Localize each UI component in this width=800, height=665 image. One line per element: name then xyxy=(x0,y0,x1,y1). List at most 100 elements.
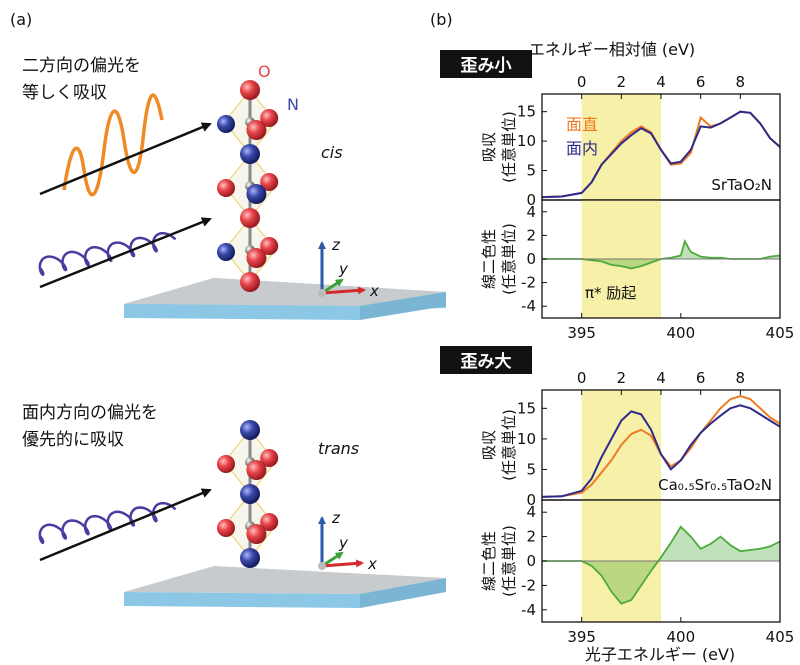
y-tick-label: 0 xyxy=(526,191,536,209)
apical-atom xyxy=(240,420,260,440)
oxygen-atom xyxy=(260,173,279,191)
top-axis-x: x xyxy=(369,282,379,300)
octahedron xyxy=(217,89,279,155)
series-in-plane xyxy=(541,404,781,498)
top-caption-line2: 等しく吸収 xyxy=(22,83,107,103)
top-tick-label: 8 xyxy=(736,73,746,91)
top-tick-label: 2 xyxy=(617,369,627,387)
y-axis-label: (任意単位) xyxy=(500,409,518,481)
x-tick-label: 400 xyxy=(667,628,696,646)
y-tick-label: 2 xyxy=(526,528,536,546)
apical-atom xyxy=(240,272,260,292)
oxygen-label: O xyxy=(258,62,271,81)
y-tick-label: 5 xyxy=(526,162,536,180)
strain-badge-label: 歪み小 xyxy=(461,56,512,76)
bottom-caption-line1: 面内方向の偏光を xyxy=(22,403,158,423)
y-tick-label: 10 xyxy=(517,430,536,448)
apical-atom xyxy=(240,484,260,504)
octahedron xyxy=(217,493,279,559)
top-tick-label: 8 xyxy=(736,369,746,387)
top-tick-label: 2 xyxy=(617,73,627,91)
top-structure-label: cis xyxy=(321,143,343,162)
top-tick-label: 4 xyxy=(656,369,666,387)
panel-a-label: (a) xyxy=(10,10,32,29)
apical-atom xyxy=(240,80,260,100)
y-tick-label: 15 xyxy=(517,399,536,417)
y-axis-label: 吸収 xyxy=(480,132,498,162)
y-tick-label: 4 xyxy=(526,203,536,221)
y-axis-label: (任意単位) xyxy=(500,223,518,295)
top-light-arrow-2 xyxy=(39,217,212,289)
bottom-light-arrow xyxy=(39,488,212,562)
oxygen-atom xyxy=(217,519,235,537)
y-axis-label: (任意単位) xyxy=(500,111,518,183)
y-tick-label: 0 xyxy=(526,552,536,570)
bottom-axis-x: x xyxy=(367,555,377,573)
y-tick-label: 0 xyxy=(526,491,536,509)
nitrogen-atom xyxy=(217,115,235,133)
top-substrate xyxy=(124,278,446,320)
y-tick-label: 2 xyxy=(526,226,536,244)
bottom-axis-y: y xyxy=(338,534,349,552)
y-tick-label: 4 xyxy=(526,503,536,521)
y-tick-label: -2 xyxy=(521,274,536,292)
helix-path xyxy=(38,231,177,277)
oxygen-atom xyxy=(260,109,279,127)
bottom-axes-icon xyxy=(318,516,364,570)
top-tick-label: 6 xyxy=(696,369,706,387)
oxygen-atom xyxy=(246,460,267,480)
y-tick-label: 0 xyxy=(526,250,536,268)
top-tick-label: 0 xyxy=(577,369,587,387)
dichroism-line xyxy=(542,525,781,605)
oxygen-atom xyxy=(217,179,235,197)
x-tick-label: 405 xyxy=(766,324,795,342)
top-axis-y: y xyxy=(338,260,349,278)
x-tick-label: 395 xyxy=(567,324,596,342)
apical-atom xyxy=(240,208,260,228)
top-purple-helix xyxy=(38,231,177,277)
top-light-arrow-1 xyxy=(39,122,212,196)
x-tick-label: 405 xyxy=(766,628,795,646)
y-tick-label: -4 xyxy=(521,297,536,315)
bottom-substrate xyxy=(124,566,446,608)
top-orange-wave xyxy=(62,93,164,197)
bottom-axis-z: z xyxy=(331,509,341,527)
apical-atom xyxy=(240,144,260,164)
series-out-of-plane xyxy=(541,395,781,498)
top-axes-icon xyxy=(318,241,366,297)
pi-star-annotation: π* 励起 xyxy=(585,284,636,302)
oxygen-atom xyxy=(260,513,279,531)
nitrogen-label: N xyxy=(287,95,299,114)
photon-energy-axis-title: 光子エネルギー (eV) xyxy=(585,645,735,664)
top-octahedral-chain xyxy=(217,80,279,292)
bottom-structure-label: trans xyxy=(318,439,359,458)
top-energy-axis-title-1: エネルギー相対値 (eV) xyxy=(529,40,695,59)
pi-star-highlight-band xyxy=(581,94,661,200)
nitrogen-atom xyxy=(246,184,267,204)
y-axis-label: 吸収 xyxy=(480,430,498,460)
oxygen-atom xyxy=(217,455,235,473)
top-axis-z: z xyxy=(331,236,341,254)
helix-path xyxy=(38,501,177,545)
y-tick-label: -4 xyxy=(521,601,536,619)
bottom-caption-line2: 優先的に吸収 xyxy=(22,430,124,450)
bottom-octahedral-chain xyxy=(217,420,279,568)
y-tick-label: 10 xyxy=(517,132,536,150)
series-in-plane xyxy=(541,110,781,199)
top-tick-label: 0 xyxy=(577,73,587,91)
bottom-purple-helix xyxy=(38,501,177,545)
strain-badge xyxy=(440,346,532,374)
top-caption-line1: 二方向の偏光を xyxy=(22,56,141,76)
y-tick-label: -2 xyxy=(521,576,536,594)
oxygen-atom xyxy=(246,524,267,544)
x-tick-label: 395 xyxy=(567,628,596,646)
oxygen-atom xyxy=(260,449,279,467)
octahedron xyxy=(217,429,279,495)
oxygen-atom xyxy=(260,237,279,255)
apical-atom xyxy=(240,548,260,568)
